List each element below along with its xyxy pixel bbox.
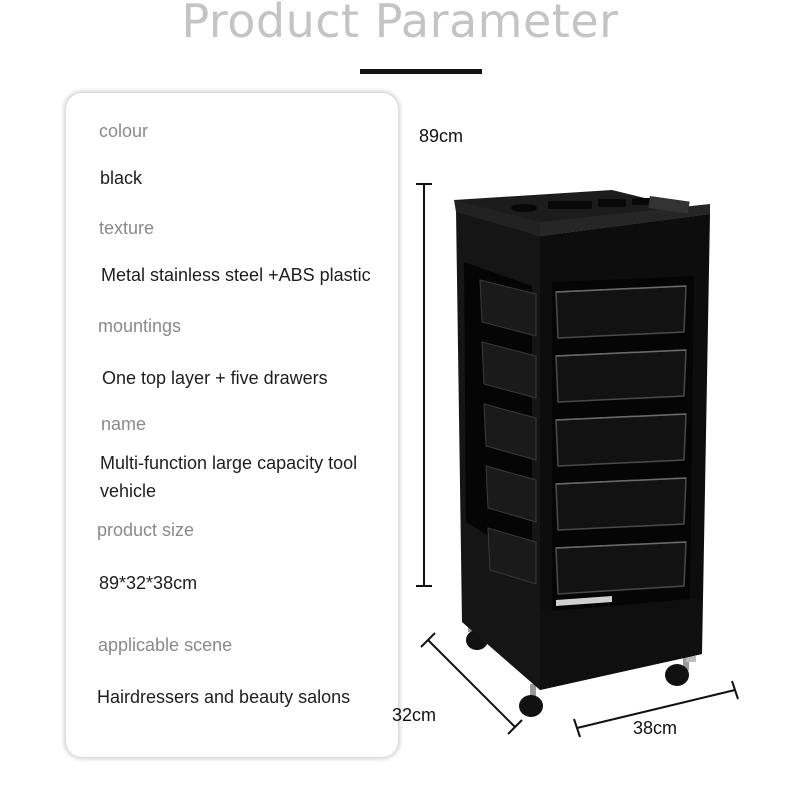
param-label-name: name [101, 414, 147, 434]
param-value-texture: Metal stainless steel +ABS plastic [101, 265, 371, 285]
page-title: Product Parameter [181, 0, 619, 48]
depth-dimension-label: 32cm [392, 705, 437, 725]
param-label-colour: colour [99, 121, 149, 141]
param-value-mountings: One top layer + five drawers [102, 368, 328, 388]
height-dimension-label: 89cm [419, 126, 464, 146]
param-label-mountings: mountings [98, 316, 182, 336]
param-value-product-size: 89*32*38cm [99, 573, 198, 593]
param-value-applicable-scene: Hairdressers and beauty salons [97, 687, 351, 707]
width-dimension-line [573, 680, 739, 738]
depth-dimension-line [420, 632, 523, 735]
param-label-applicable-scene: applicable scene [98, 635, 233, 655]
param-value-colour: black [100, 168, 143, 188]
height-dimension-line [416, 183, 432, 587]
param-label-product-size: product size [97, 520, 195, 540]
drawers [555, 285, 687, 595]
trolley-cart [454, 190, 710, 717]
param-value-name: Multi-function large capacity tool vehic… [100, 453, 358, 501]
parameter-card [66, 93, 398, 757]
param-label-texture: texture [99, 218, 155, 238]
title-underline [360, 69, 482, 74]
width-dimension-label: 38cm [633, 718, 678, 738]
